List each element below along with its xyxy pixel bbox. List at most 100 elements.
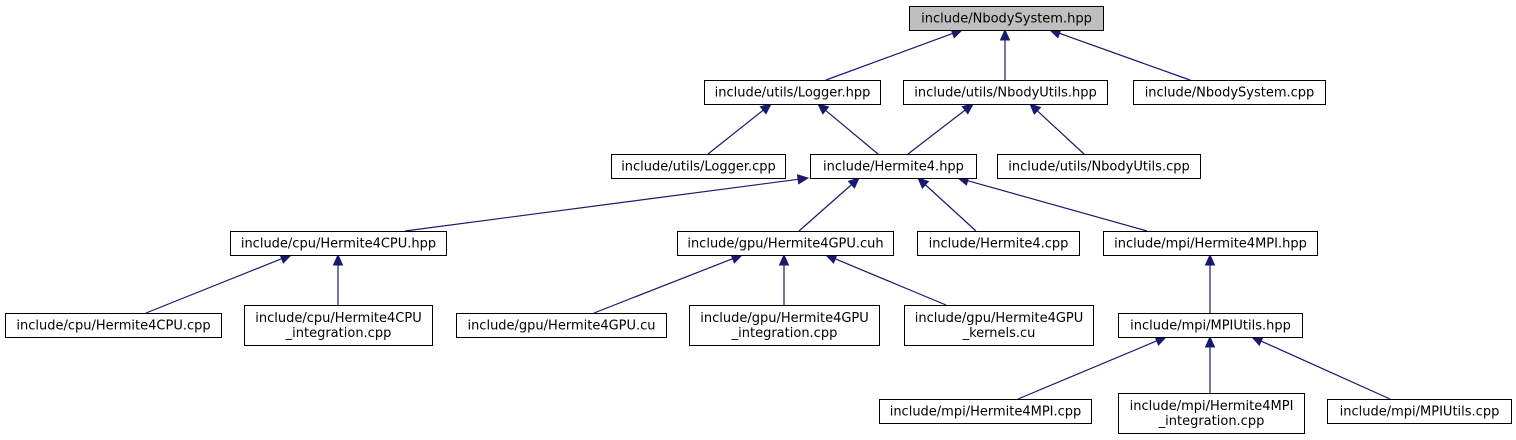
- arrowhead: [817, 103, 830, 115]
- node-mpiutils-hpp[interactable]: include/mpi/MPIUtils.hpp: [1118, 313, 1303, 338]
- node-box: [456, 313, 667, 338]
- node-label: include/gpu/Hermite4GPU: [915, 311, 1084, 326]
- node-label: include/Hermite4.cpp: [929, 237, 1069, 252]
- arrowhead: [778, 253, 790, 266]
- node-label: include/utils/NbodyUtils.cpp: [1008, 160, 1189, 175]
- node-logger-hpp[interactable]: include/utils/Logger.hpp: [704, 80, 881, 105]
- arrowhead: [759, 103, 772, 115]
- edge-line: [967, 180, 1148, 232]
- edge-mpiutils-cpp-to-mpiutils-hpp: [1250, 336, 1391, 400]
- node-hermite4mpi-cpp[interactable]: include/mpi/Hermite4MPI.cpp: [879, 399, 1092, 424]
- node-label: include/utils/Logger.cpp: [621, 160, 776, 175]
- edge-hermite4mpi-cpp-to-mpiutils-hpp: [1017, 336, 1168, 400]
- node-nbodysystem-cpp[interactable]: include/NbodySystem.cpp: [1133, 80, 1326, 105]
- node-hermite4-hpp[interactable]: include/Hermite4.hpp: [810, 154, 977, 179]
- node-box: [1118, 393, 1305, 434]
- node-box: [677, 231, 894, 256]
- node-box: [810, 154, 977, 179]
- edge-hermite4cpu-cpp-to-hermite4cpu-hpp: [145, 254, 293, 314]
- node-label: include/mpi/Hermite4MPI: [1130, 399, 1294, 414]
- node-box: [909, 6, 1104, 31]
- node-box: [230, 231, 447, 256]
- node-label: include/mpi/MPIUtils.cpp: [1340, 405, 1500, 420]
- edge-hermite4gpu-cuh-to-hermite4-hpp: [798, 177, 860, 232]
- nodes-layer: include/NbodySystem.hpp include/utils/Log…: [5, 6, 1512, 434]
- node-box: [903, 80, 1108, 105]
- edge-mpiutils-hpp-to-hermite4mpi-hpp: [1204, 253, 1216, 313]
- edge-line: [924, 184, 977, 232]
- node-hermite4mpi-integration-cpp[interactable]: include/mpi/Hermite4MPI_integration.cpp: [1118, 393, 1305, 434]
- edge-line: [593, 258, 733, 314]
- edge-hermite4-hpp-to-nbodyutils-hpp: [907, 103, 974, 155]
- node-hermite4gpu-kernels-cu[interactable]: include/gpu/Hermite4GPU_kernels.cu: [904, 305, 1094, 346]
- node-hermite4gpu-cu[interactable]: include/gpu/Hermite4GPU.cu: [456, 313, 667, 338]
- arrowhead: [1204, 335, 1216, 348]
- node-hermite4gpu-integration-cpp[interactable]: include/gpu/Hermite4GPU_integration.cpp: [689, 305, 880, 346]
- arrowhead: [332, 253, 344, 266]
- node-hermite4cpu-hpp[interactable]: include/cpu/Hermite4CPU.hpp: [230, 231, 447, 256]
- edges-layer: [145, 28, 1391, 400]
- node-label: include/gpu/Hermite4GPU.cuh: [687, 237, 883, 252]
- edge-line: [835, 258, 947, 306]
- node-label: include/gpu/Hermite4GPU: [700, 311, 869, 326]
- node-label: include/NbodySystem.cpp: [1145, 86, 1315, 101]
- edge-hermite4mpi-hpp-to-hermite4-hpp: [956, 175, 1148, 232]
- node-mpiutils-cpp[interactable]: include/mpi/MPIUtils.cpp: [1327, 399, 1512, 424]
- node-hermite4cpu-cpp[interactable]: include/cpu/Hermite4CPU.cpp: [5, 313, 222, 338]
- node-box: [244, 305, 433, 346]
- arrowhead: [847, 177, 860, 189]
- arrowhead: [1029, 103, 1042, 116]
- edge-line: [825, 109, 879, 155]
- edge-logger-hpp-to-nbodysystem-hpp: [825, 28, 964, 81]
- arrowhead: [1204, 253, 1216, 266]
- arrowhead: [917, 177, 930, 189]
- node-box: [1118, 313, 1303, 338]
- arrowhead: [796, 174, 810, 185]
- node-hermite4gpu-cuh[interactable]: include/gpu/Hermite4GPU.cuh: [677, 231, 894, 256]
- edge-line: [404, 178, 799, 232]
- node-nbodyutils-cpp[interactable]: include/utils/NbodyUtils.cpp: [997, 154, 1201, 179]
- node-label: include/NbodySystem.hpp: [921, 12, 1092, 27]
- node-label: include/cpu/Hermite4CPU.cpp: [16, 319, 210, 334]
- node-box: [611, 154, 786, 179]
- node-label: _integration.cpp: [285, 326, 392, 341]
- node-box: [904, 305, 1094, 346]
- edge-hermite4-cpp-to-hermite4-hpp: [917, 177, 977, 232]
- node-label: _integration.cpp: [1158, 414, 1265, 429]
- node-nbodyutils-hpp[interactable]: include/utils/NbodyUtils.hpp: [903, 80, 1108, 105]
- node-hermite4-cpp[interactable]: include/Hermite4.cpp: [917, 231, 1080, 256]
- edge-nbodysystem-cpp-to-nbodysystem-hpp: [1048, 28, 1191, 81]
- edge-line: [707, 109, 764, 155]
- node-box: [689, 305, 880, 346]
- edge-line: [1036, 110, 1085, 155]
- edge-hermite4gpu-cu-to-hermite4gpu-cuh: [593, 253, 744, 314]
- node-box: [917, 231, 1080, 256]
- arrowhead: [1250, 336, 1264, 347]
- node-nbodysystem-hpp[interactable]: include/NbodySystem.hpp: [909, 6, 1104, 31]
- node-box: [1133, 80, 1326, 105]
- arrowhead: [961, 103, 974, 115]
- edge-logger-cpp-to-logger-hpp: [707, 103, 772, 155]
- node-hermite4mpi-hpp[interactable]: include/mpi/Hermite4MPI.hpp: [1103, 231, 1318, 256]
- node-label: include/Hermite4.hpp: [823, 160, 964, 175]
- node-label: include/utils/NbodyUtils.hpp: [914, 86, 1097, 101]
- node-label: include/mpi/Hermite4MPI.hpp: [1114, 237, 1307, 252]
- node-box: [879, 399, 1092, 424]
- arrowhead: [999, 28, 1011, 41]
- node-label: include/gpu/Hermite4GPU.cu: [467, 319, 655, 334]
- edge-line: [145, 258, 282, 314]
- node-label: include/cpu/Hermite4CPU.hpp: [241, 237, 436, 252]
- edge-line: [907, 109, 966, 155]
- edge-hermite4cpu-integration-cpp-to-hermite4cpu-hpp: [332, 253, 344, 305]
- edge-hermite4gpu-integration-cpp-to-hermite4gpu-cuh: [778, 253, 790, 305]
- node-box: [1103, 231, 1318, 256]
- node-box: [997, 154, 1201, 179]
- node-label: include/mpi/Hermite4MPI.cpp: [890, 405, 1082, 420]
- node-logger-cpp[interactable]: include/utils/Logger.cpp: [611, 154, 786, 179]
- node-label: include/mpi/MPIUtils.hpp: [1130, 319, 1291, 334]
- edge-line: [798, 184, 852, 232]
- node-hermite4cpu-integration-cpp[interactable]: include/cpu/Hermite4CPU_integration.cpp: [244, 305, 433, 346]
- node-label: _integration.cpp: [731, 326, 838, 341]
- node-box: [1327, 399, 1512, 424]
